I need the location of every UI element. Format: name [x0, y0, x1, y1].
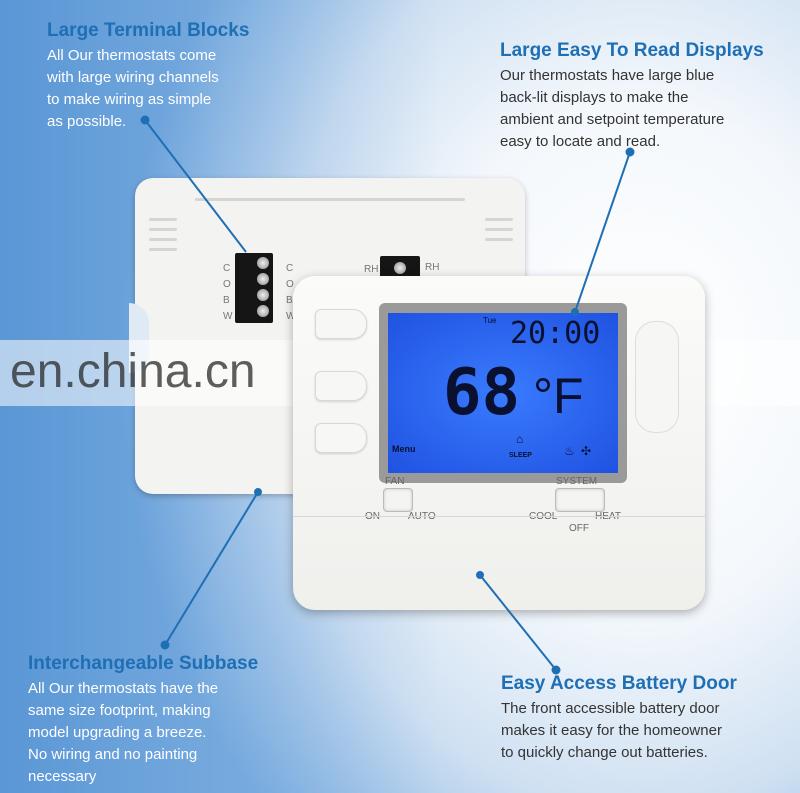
terminal-label: B: [223, 295, 230, 306]
callout-text: model upgrading a breeze.: [28, 724, 207, 741]
flame-icon: ♨: [564, 444, 575, 458]
callout-text: necessary: [28, 768, 97, 785]
callout-text: easy to locate and read.: [500, 133, 661, 150]
screw-icon: [257, 257, 269, 269]
lcd-mode: SLEEP: [509, 452, 532, 459]
callout-text: to make wiring as simple: [47, 91, 212, 108]
vent: [149, 218, 177, 221]
vent: [149, 238, 177, 241]
fan-label: FAN: [385, 476, 405, 487]
terminal-label: RH: [364, 264, 379, 275]
callout-text: makes it easy for the homeowner: [501, 722, 722, 739]
callout-terminal-blocks: Large Terminal Blocks All Our thermostat…: [47, 20, 249, 133]
callout-battery-door: Easy Access Battery Door The front acces…: [501, 673, 737, 764]
callout-title: Large Terminal Blocks: [47, 20, 250, 41]
callout-text: No wiring and no painting: [28, 746, 198, 763]
terminal-block: [235, 253, 273, 323]
side-button[interactable]: [315, 423, 367, 453]
callout-title: Interchangeable Subbase: [28, 653, 259, 674]
terminal-label: O: [286, 279, 294, 290]
callout-text: to quickly change out batteries.: [501, 744, 708, 761]
terminal-label: C: [223, 263, 231, 274]
callout-title: Easy Access Battery Door: [501, 673, 737, 694]
callout-text: ambient and setpoint temperature: [500, 111, 725, 128]
vent: [485, 228, 513, 231]
fan-switch[interactable]: [383, 488, 413, 512]
lcd-unit: °F: [533, 368, 584, 424]
screw-icon: [257, 305, 269, 317]
vent: [149, 228, 177, 231]
lcd-menu: Menu: [392, 444, 416, 454]
screw-icon: [394, 262, 406, 274]
callout-text: back-lit displays to make the: [500, 89, 689, 106]
display-bezel: Tue 20:00 68 °F Menu ⌂ SLEEP ♨ ✣: [379, 303, 627, 483]
side-button[interactable]: [315, 309, 367, 339]
callout-text: The front accessible battery door: [501, 700, 720, 717]
terminal-label: O: [223, 279, 231, 290]
callout-text: with large wiring channels: [47, 69, 219, 86]
vent: [195, 198, 465, 201]
callout-title: Large Easy To Read Displays: [500, 40, 764, 61]
callout-text: All Our thermostats come: [47, 47, 217, 64]
up-down-button[interactable]: [635, 321, 679, 433]
callout-text: All Our thermostats have the: [28, 680, 219, 697]
terminal-label: W: [286, 311, 296, 322]
side-button[interactable]: [315, 371, 367, 401]
callout-subbase: Interchangeable Subbase All Our thermost…: [28, 653, 258, 788]
terminal-label: C: [286, 263, 294, 274]
system-switch[interactable]: [555, 488, 605, 512]
callout-text: Our thermostats have large blue: [500, 67, 715, 84]
lcd-temperature: 68: [443, 356, 521, 430]
screw-icon: [257, 273, 269, 285]
system-option-off: OFF: [569, 523, 589, 534]
vent: [149, 248, 177, 251]
system-label: SYSTEM: [556, 476, 598, 487]
lcd-time: 20:00: [510, 316, 601, 351]
lcd-day: Tue: [483, 316, 497, 325]
vent: [485, 238, 513, 241]
callout-text: as possible.: [47, 113, 127, 130]
fan-icon: ✣: [581, 444, 592, 458]
terminal-label: B: [286, 295, 293, 306]
watermark-text: en.china.cn: [10, 345, 256, 398]
lcd-screen: Tue 20:00 68 °F Menu ⌂ SLEEP ♨ ✣: [388, 313, 618, 473]
screw-icon: [257, 289, 269, 301]
battery-door[interactable]: [293, 516, 705, 517]
thermostat-front: Tue 20:00 68 °F Menu ⌂ SLEEP ♨ ✣ FAN ON …: [293, 276, 705, 610]
home-icon: ⌂: [516, 432, 524, 446]
callout-text: same size footprint, making: [28, 702, 211, 719]
terminal-label: RH: [425, 262, 440, 273]
vent: [485, 218, 513, 221]
callout-displays: Large Easy To Read Displays Our thermost…: [500, 40, 764, 153]
terminal-label: W: [223, 311, 233, 322]
